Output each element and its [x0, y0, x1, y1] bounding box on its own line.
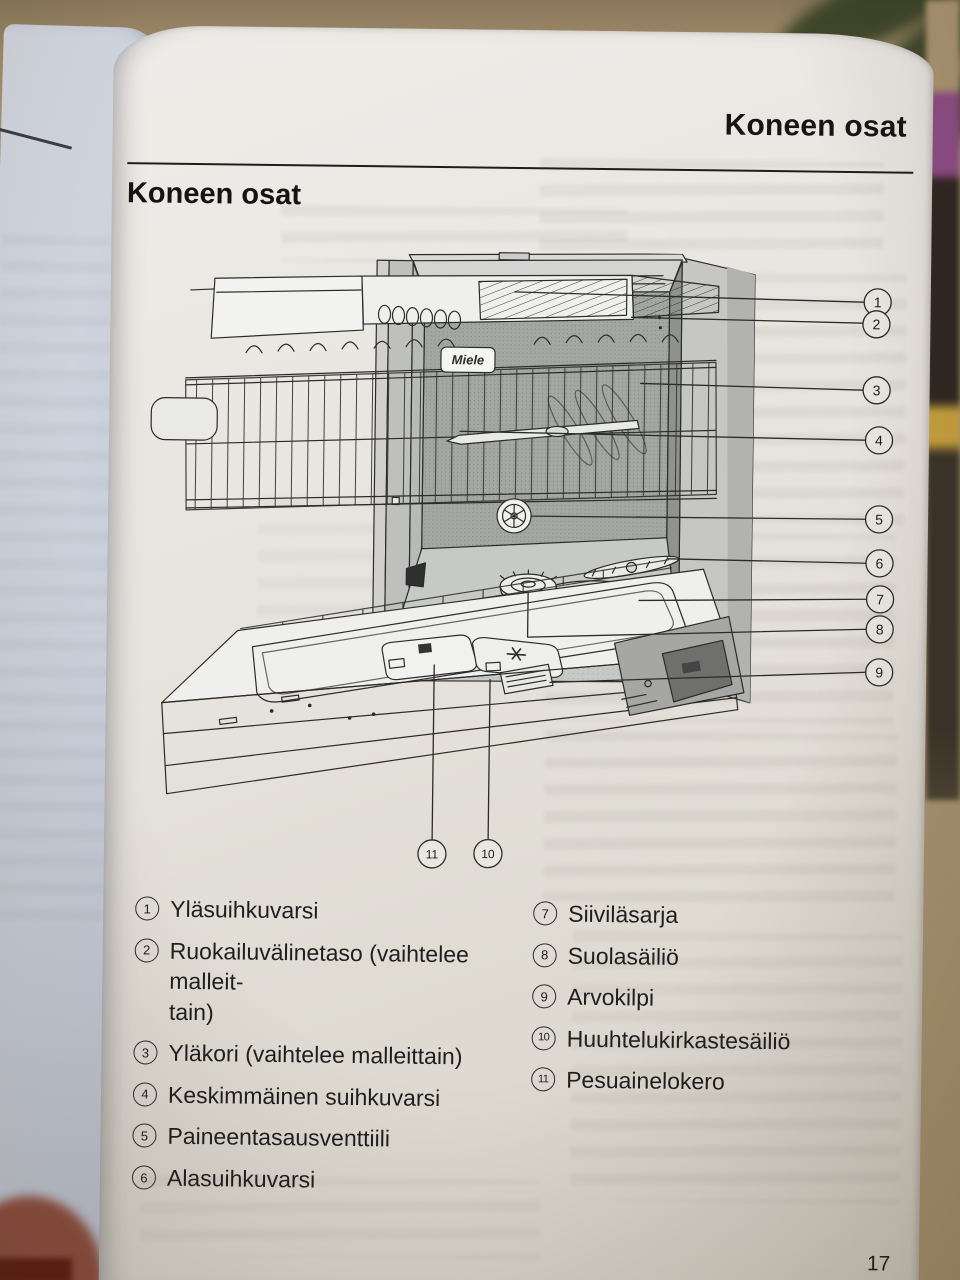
left-page-rule: [0, 127, 72, 150]
pressure-vent: [496, 498, 532, 534]
callout-3: 3: [862, 376, 891, 405]
parts-legend: 1 Yläsuihkuvarsi 2 Ruokailuvälinetaso (vai…: [131, 893, 898, 1213]
callout-11: 11: [417, 839, 447, 869]
legend-item-10: 10 Huuhtelukirkastesäiliö: [531, 1023, 895, 1058]
svg-text:6: 6: [876, 555, 884, 571]
item-label: Alasuihkuvarsi: [166, 1164, 316, 1193]
item-label: Ruokailuvälinetaso (vaihtelee malleit- t…: [168, 937, 470, 1026]
legend-item-1: 1 Yläsuihkuvarsi: [135, 893, 533, 928]
finger-tip: [0, 1258, 72, 1280]
item-number-badge: 4: [132, 1082, 158, 1107]
item-label: Pesuainelokero: [566, 1066, 725, 1095]
page-header-title: Koneen osat: [724, 108, 908, 144]
upper-basket: Miele: [150, 333, 717, 511]
callout-10: 10: [473, 838, 503, 869]
legend-item-7: 7 Siiviläsarja: [533, 898, 897, 933]
svg-text:4: 4: [875, 432, 883, 448]
item-label: Yläkori (vaihtelee malleittain): [168, 1040, 463, 1070]
dishwasher-diagram: Miele: [150, 252, 895, 869]
svg-text:8: 8: [876, 621, 884, 637]
item-number-badge: 1: [135, 896, 160, 921]
item-number-badge: 11: [531, 1067, 556, 1092]
item-number-badge: 10: [531, 1025, 556, 1051]
item-number-badge: 8: [532, 942, 557, 968]
manual-page: Koneen osat Koneen osat: [98, 24, 934, 1280]
callout-lines: [431, 291, 868, 841]
section-title: Koneen osat: [126, 177, 302, 212]
item-number-badge: 9: [532, 984, 557, 1009]
miele-logo: Miele: [452, 352, 485, 367]
item-label: Arvokilpi: [567, 983, 655, 1011]
legend-item-3: 3 Yläkori (vaihtelee malleittain): [133, 1038, 531, 1073]
item-label: Paineentasausventtiili: [167, 1123, 391, 1152]
item-number-badge: 6: [131, 1165, 157, 1190]
callout-6: 6: [865, 549, 894, 578]
legend-right-column: 7 Siiviläsarja 8 Suolasäiliö 9 Arvokilpi 10…: [530, 898, 898, 1213]
svg-text:10: 10: [481, 847, 495, 861]
svg-text:9: 9: [875, 664, 883, 680]
legend-item-11: 11 Pesuainelokero: [531, 1064, 895, 1099]
legend-item-5: 5 Paineentasausventtiili: [132, 1121, 530, 1156]
legend-item-6: 6 Alasuihkuvarsi: [131, 1162, 530, 1197]
legend-item-4: 4 Keskimmäinen suihkuvarsi: [132, 1079, 531, 1114]
item-label: Huuhtelukirkastesäiliö: [566, 1025, 791, 1055]
svg-text:11: 11: [426, 847, 439, 861]
plinth-assembly: [613, 615, 745, 716]
legend-item-8: 8 Suolasäiliö: [532, 940, 897, 975]
item-number-badge: 7: [533, 901, 558, 926]
legend-item-2: 2 Ruokailuvälinetaso (vaihtelee malleit- …: [134, 935, 533, 1032]
item-number-badge: 3: [133, 1040, 158, 1065]
item-label: Yläsuihkuvarsi: [170, 895, 319, 924]
callout-9: 9: [865, 658, 894, 687]
item-label: Siiviläsarja: [568, 900, 679, 928]
callout-8: 8: [865, 615, 894, 644]
item-number-badge: 2: [134, 937, 159, 963]
callout-badges: 1 2 3 4 5 6 7 8 9 10 11: [417, 288, 895, 869]
item-number-badge: 5: [132, 1123, 157, 1149]
page-number: 17: [866, 1252, 891, 1276]
item-label: Suolasäiliö: [567, 942, 680, 970]
legend-item-9: 9 Arvokilpi: [532, 981, 896, 1016]
svg-text:7: 7: [876, 591, 884, 607]
legend-left-column: 1 Yläsuihkuvarsi 2 Ruokailuvälinetaso (vai…: [131, 893, 534, 1208]
item-label: Keskimmäinen suihkuvarsi: [167, 1081, 441, 1111]
callout-7: 7: [865, 585, 895, 614]
callout-4: 4: [864, 426, 894, 455]
callout-5: 5: [864, 505, 894, 534]
callout-2: 2: [862, 310, 891, 339]
svg-text:1: 1: [874, 294, 882, 310]
svg-text:3: 3: [873, 382, 881, 398]
svg-text:5: 5: [875, 511, 883, 527]
svg-text:2: 2: [872, 316, 880, 332]
